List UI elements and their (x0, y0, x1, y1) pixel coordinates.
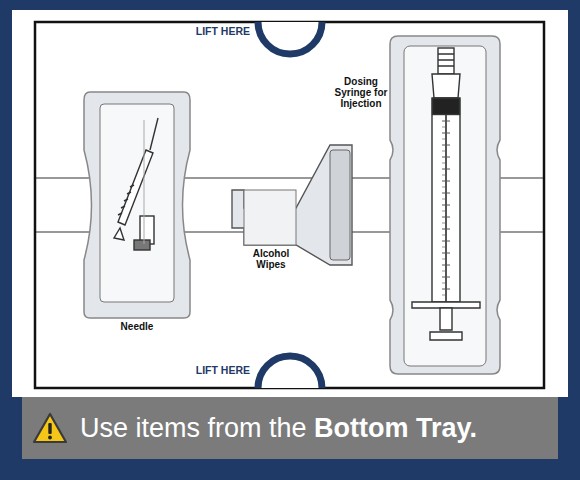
part-label: Needle (102, 321, 172, 332)
warning-triangle (32, 411, 68, 445)
warning-banner: Use items from theBottom Tray. (22, 397, 558, 459)
lift-label: LIFT HERE (150, 26, 250, 38)
banner-text: Use items from the (80, 413, 307, 444)
part-label: Dosing Syringe for Injection (330, 76, 392, 109)
lift-label: LIFT HERE (150, 365, 250, 377)
warning-icon (32, 411, 68, 445)
part-label: Alcohol Wipes (243, 248, 299, 270)
banner-emphasis: Bottom Tray. (314, 413, 477, 444)
